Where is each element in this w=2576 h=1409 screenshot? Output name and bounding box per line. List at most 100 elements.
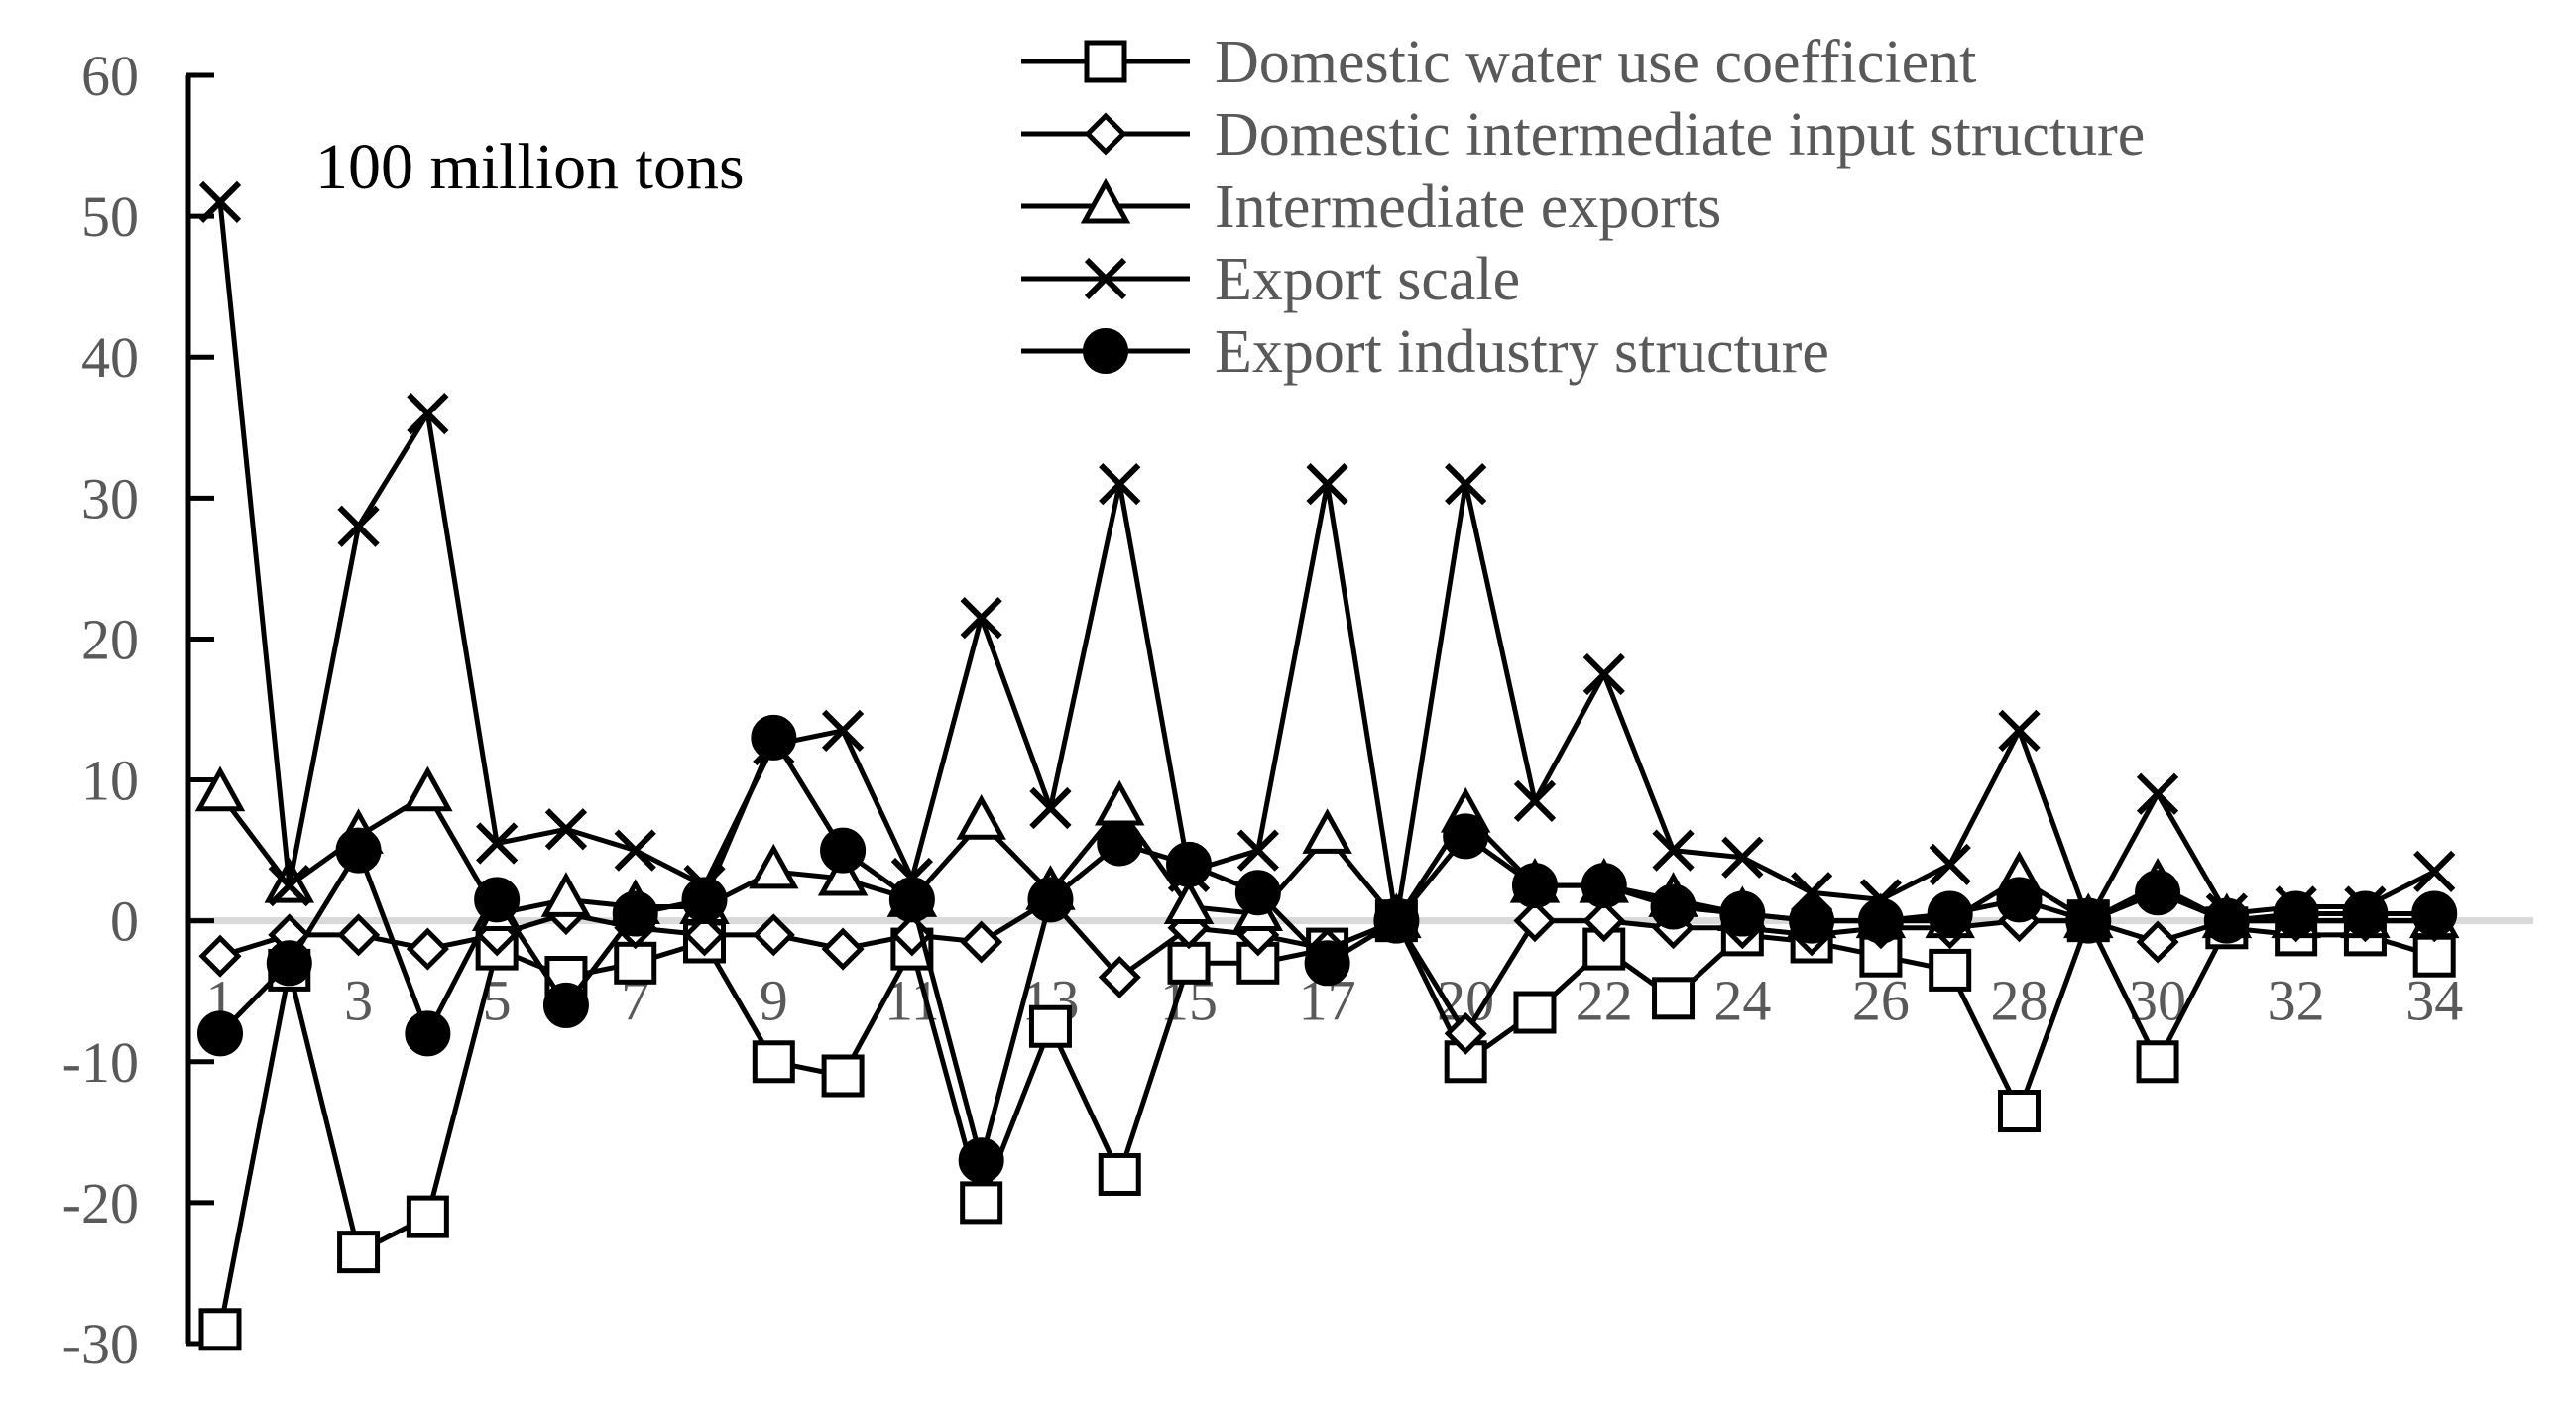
data-point [1167, 941, 1211, 985]
data-point [1582, 899, 1626, 943]
data-point [403, 765, 453, 812]
data-point [198, 1308, 242, 1351]
y-tick-label: -20 [62, 1171, 139, 1235]
data-point [1445, 463, 1487, 506]
data-point [2342, 890, 2389, 937]
data-point [1302, 808, 1352, 854]
data-point [2203, 897, 2250, 944]
data-point [1581, 863, 1627, 909]
x-tick-label: 22 [1576, 969, 1633, 1033]
data-point [1513, 899, 1557, 943]
y-tick-label: 10 [81, 749, 139, 813]
data-point [1443, 813, 1489, 860]
legend-entry: Export scale [1021, 246, 1520, 313]
data-point [1996, 877, 2043, 923]
legend-marker [1084, 40, 1127, 83]
y-tick-label: 40 [81, 325, 139, 390]
data-point [1097, 820, 1143, 867]
data-point [1513, 991, 1557, 1034]
y-tick-label: 0 [110, 889, 139, 954]
data-point [612, 890, 658, 937]
data-point [198, 934, 242, 978]
data-point [958, 1137, 1004, 1184]
data-point [1789, 897, 1835, 944]
data-point [198, 180, 242, 224]
data-point [681, 877, 728, 923]
data-point [406, 927, 449, 971]
data-point [337, 1231, 381, 1274]
x-tick-label: 28 [1990, 969, 2048, 1033]
x-tick-label: 9 [760, 969, 788, 1033]
data-point [542, 982, 589, 1028]
data-point [1029, 786, 1072, 830]
data-point [194, 765, 246, 812]
data-point [335, 827, 382, 874]
data-point [614, 829, 656, 872]
data-point [752, 1040, 795, 1084]
y-tick-label: 60 [81, 44, 139, 108]
data-point [960, 597, 1002, 640]
data-point [1166, 841, 1213, 887]
data-point [2136, 920, 2179, 964]
data-point [1650, 883, 1697, 930]
legend-entry: Domestic intermediate input structure [1021, 101, 2145, 169]
data-point [1095, 779, 1145, 826]
series-4 [197, 714, 2458, 1184]
legend-entry: Intermediate exports [1021, 174, 1721, 241]
data-point [1028, 1004, 1072, 1048]
data-point [2135, 870, 2181, 916]
data-point [751, 714, 797, 761]
legend-entry: Export industry structure [1021, 318, 1829, 386]
x-tick-label: 26 [1852, 969, 1910, 1033]
data-point [1652, 829, 1695, 872]
data-point [1304, 940, 1350, 987]
data-point [1719, 890, 1766, 937]
data-point [337, 913, 381, 957]
data-point [1444, 1011, 1487, 1055]
data-point [540, 872, 592, 917]
legend-label: Intermediate exports [1215, 174, 1721, 241]
data-point [1513, 779, 1557, 822]
data-point [614, 941, 657, 985]
legend-marker [1080, 177, 1131, 224]
data-point [1098, 1152, 1141, 1196]
data-point [474, 877, 521, 923]
data-point [1857, 897, 1904, 944]
data-point [1234, 870, 1281, 916]
data-point [1997, 1090, 2041, 1133]
data-point [407, 392, 449, 435]
data-point [2413, 850, 2456, 893]
data-point [682, 913, 727, 957]
data-point [817, 850, 869, 896]
data-point [2411, 890, 2458, 937]
data-point [1582, 652, 1625, 696]
data-point [197, 1010, 243, 1057]
data-point [1927, 890, 1973, 937]
data-point [1163, 879, 1215, 924]
y-tick-label: 20 [81, 607, 139, 671]
x-tick-label: 32 [2268, 969, 2325, 1033]
data-point [476, 822, 519, 865]
data-point [1306, 463, 1348, 506]
data-point [1929, 843, 1971, 885]
x-tick-label: 34 [2405, 969, 2463, 1033]
legend-label: Domestic intermediate input structure [1215, 101, 2145, 169]
data-point [960, 1181, 1003, 1225]
data-point [268, 865, 310, 907]
data-point [1511, 863, 1558, 909]
plot-area [194, 180, 2460, 1351]
y-tick-label: -30 [62, 1312, 139, 1376]
data-point [2412, 934, 2456, 978]
data-point [2065, 897, 2112, 944]
data-point [821, 927, 865, 971]
data-point [337, 505, 380, 547]
data-point [749, 843, 799, 889]
data-point [1721, 836, 1764, 879]
data-point [1998, 709, 2041, 752]
x-tick-label: 24 [1713, 969, 1771, 1033]
data-point [821, 1054, 865, 1098]
y-tick-label: 50 [81, 184, 139, 249]
